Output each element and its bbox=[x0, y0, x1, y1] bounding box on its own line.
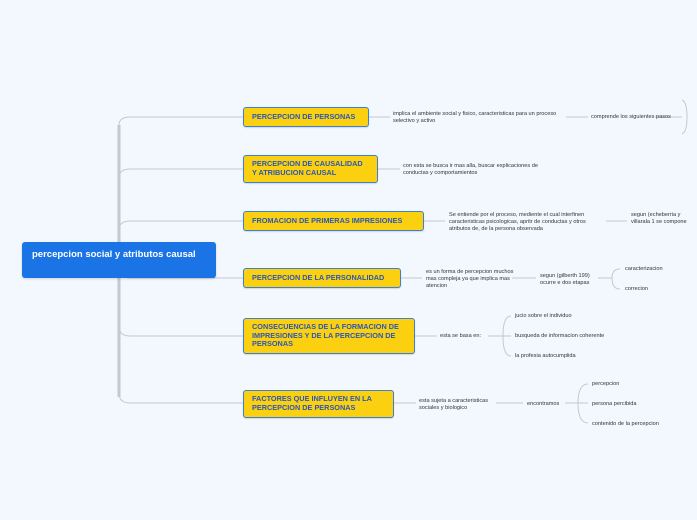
leaf-caracterizacion[interactable]: caracterizacion bbox=[625, 266, 663, 272]
desc-primeras-impresiones[interactable]: Se entiende por el proceso, mediente el … bbox=[449, 212, 586, 232]
desc-percepcion-personalidad[interactable]: es un forma de percepcion muchos mas com… bbox=[426, 269, 514, 289]
leaf-busqueda-informacion[interactable]: busqueda de informacion coherente bbox=[515, 333, 605, 339]
desc-percepcion-causalidad[interactable]: con esta se busca ir mas alla, buscar ex… bbox=[403, 163, 538, 176]
desc-factores-influyen[interactable]: esta sujeta a caracteristicas sociales y… bbox=[419, 398, 489, 411]
branch-label: CONSECUENCIAS DE LA FORMACION DE IMPRESI… bbox=[252, 322, 399, 349]
leaf-contenido-percepcion[interactable]: contenido de la percepcion bbox=[592, 421, 659, 427]
branch-label: PERCEPCION DE LA PERSONALIDAD bbox=[252, 272, 385, 282]
next-encontramos[interactable]: encontramos bbox=[527, 401, 560, 407]
branch-label: PERCEPCION DE CAUSALIDAD Y ATRIBUCION CA… bbox=[252, 159, 363, 177]
branch-percepcion-personalidad[interactable]: PERCEPCION DE LA PERSONALIDAD bbox=[243, 268, 401, 288]
next-segun-gilberth[interactable]: segun (gilberth 199) ocurre e dos etapas bbox=[540, 273, 590, 286]
branch-label: PERCEPCION DE PERSONAS bbox=[252, 111, 356, 121]
branch-label: FACTORES QUE INFLUYEN EN LA PERCEPCION D… bbox=[252, 394, 372, 412]
branch-consecuencias[interactable]: CONSECUENCIAS DE LA FORMACION DE IMPRESI… bbox=[243, 318, 415, 354]
leaf-percepcion[interactable]: percepcion bbox=[592, 381, 620, 387]
leaf-jucio-individuo[interactable]: jucio sobre el individuo bbox=[515, 313, 572, 319]
branch-percepcion-causalidad[interactable]: PERCEPCION DE CAUSALIDAD Y ATRIBUCION CA… bbox=[243, 155, 378, 183]
desc-percepcion-de-personas[interactable]: implica el ambiente social y fisico, car… bbox=[393, 111, 557, 124]
branch-label: FROMACION DE PRIMERAS IMPRESIONES bbox=[252, 215, 403, 225]
next-segun-echeberria[interactable]: segun (echeberria y villarala 1 se compo… bbox=[631, 212, 687, 225]
branch-percepcion-de-personas[interactable]: PERCEPCION DE PERSONAS bbox=[243, 107, 369, 127]
leaf-correcion[interactable]: correcion bbox=[625, 286, 649, 292]
branch-factores-influyen[interactable]: FACTORES QUE INFLUYEN EN LA PERCEPCION D… bbox=[243, 390, 394, 418]
desc-consecuencias[interactable]: esta se basa en: bbox=[440, 333, 482, 339]
leaf-profesia-autocumplida[interactable]: la profesia autocumplida bbox=[515, 353, 576, 359]
branch-primeras-impresiones[interactable]: FROMACION DE PRIMERAS IMPRESIONES bbox=[243, 211, 424, 231]
next-comprende-pasos[interactable]: comprende los siguientes pasos bbox=[591, 114, 671, 120]
leaf-persona-percibida[interactable]: persona percibida bbox=[592, 401, 637, 407]
root-node[interactable]: percepcion social y atributos causal bbox=[22, 242, 216, 278]
